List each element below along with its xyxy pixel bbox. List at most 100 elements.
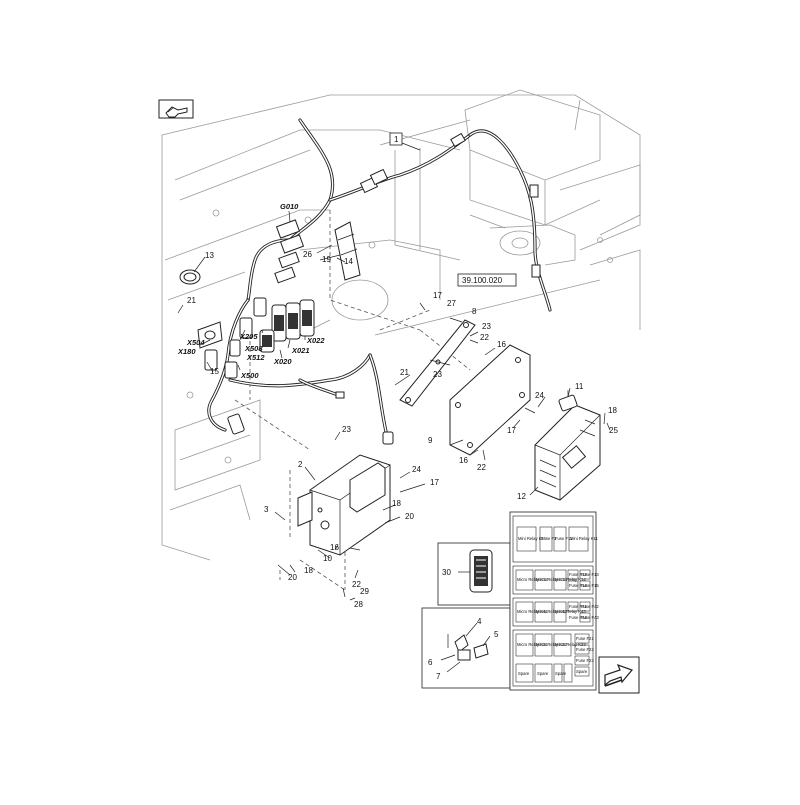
fuse-cell-label: Micro Relay K23 [555, 642, 586, 647]
callout-7: 7 [436, 672, 441, 681]
callout-24a: 24 [535, 391, 544, 400]
fuse-cell-label: Micro Relay K22 [536, 642, 567, 647]
callout-3: 3 [264, 505, 269, 514]
fuse-cell-label: Spare [537, 671, 549, 676]
callout-22b: 22 [477, 463, 486, 472]
callout-box-1 [389, 132, 403, 146]
callout-15: 15 [210, 367, 219, 376]
mounting-bar [399, 319, 476, 407]
callout-18b: 18 [392, 499, 401, 508]
callout-5: 5 [494, 630, 499, 639]
fuse-cell-label: Micro Relay K42 [536, 609, 567, 614]
fuse-cell-label: Fuse F1 [541, 536, 557, 541]
harness-connectors [204, 132, 541, 445]
connector-labels: G010 X205 X508 X512 X504 X180 X500 X021 … [177, 202, 325, 380]
callout-19: 19 [322, 255, 331, 264]
callout-30: 30 [442, 568, 451, 577]
fuse-cell-label: Spare [555, 671, 567, 676]
callout-17c: 17 [430, 478, 439, 487]
hidden-lines [234, 210, 471, 591]
fuse-cell-label: Micro Relay K12 [517, 577, 548, 582]
fuse-cell-label: Fuse F22 [576, 647, 594, 652]
fuse-30-inset [437, 542, 511, 606]
connector-label-x205: X205 [239, 332, 258, 341]
callout-14: 14 [344, 257, 353, 266]
fuse-cell-label: Fuse F42 [581, 604, 599, 609]
callout-4: 4 [477, 617, 482, 626]
callout-13: 13 [205, 251, 214, 260]
connector-label-x508: X508 [244, 344, 263, 353]
fuse-box [297, 454, 391, 556]
fuse-cell-label: Fuse F21 [576, 636, 594, 641]
machine-frame-ghost [161, 89, 641, 561]
connector-label-x020: X020 [273, 357, 292, 366]
mounting-panel [449, 344, 531, 456]
fuse-cell-label: Spare [518, 671, 530, 676]
callout-28: 28 [354, 600, 363, 609]
callout-16c: 16 [330, 543, 339, 552]
fuse-cell-label: Fuse F13 [581, 572, 599, 577]
fuse-cell-label: Fuse F14 [569, 583, 587, 588]
reference-box[interactable]: 39.100.020 [457, 273, 517, 287]
fuse-cell-label: Micro Relay K14 [555, 577, 586, 582]
callout-17b: 17 [507, 426, 516, 435]
callout-2: 2 [298, 460, 303, 469]
connector-label-x500: X500 [240, 371, 259, 380]
callout-25: 25 [609, 426, 618, 435]
callout-29: 29 [360, 587, 369, 596]
fuse-cell-label: Fuse F12 [569, 572, 587, 577]
callout-26: 26 [303, 250, 312, 259]
fuse-cell-label: Fuse F15 [581, 583, 599, 588]
callout-18c: 18 [304, 566, 313, 575]
fuse-cell-label: Spare [576, 669, 588, 674]
reference-box-label: 39.100.020 [462, 276, 503, 285]
bracket-clamp [334, 221, 361, 281]
callout-11: 11 [575, 382, 584, 391]
connector-label-x512: X512 [246, 353, 265, 362]
callout-numbers: 1 2 3 4 5 6 7 8 9 10 11 12 13 14 15 16 1… [187, 135, 618, 681]
connector-label-g010: G010 [280, 202, 299, 211]
connector-stack [259, 299, 315, 353]
callout-27: 27 [447, 299, 456, 308]
callout-10: 10 [323, 554, 332, 563]
connector-label-x180: X180 [177, 347, 196, 356]
callout-21b: 21 [400, 368, 409, 377]
fuse-cell-label: Fuse F11 [555, 536, 573, 541]
fuse-cell-label: Fuse F41 [569, 604, 587, 609]
fuse-cell-label: Fuse F44 [569, 615, 587, 620]
hand-pointer-icon[interactable] [158, 99, 194, 119]
connector-label-x504: X504 [186, 338, 205, 347]
connector-label-x022: X022 [306, 336, 325, 345]
callout-23a: 23 [482, 322, 491, 331]
next-page-arrow-icon[interactable] [598, 656, 640, 694]
callout-21a: 21 [187, 296, 196, 305]
leader-lines [177, 142, 611, 673]
controller-module [534, 404, 601, 501]
fuse-cell-label: Micro Relay K41 [517, 609, 548, 614]
fuse-cell-label: Micro Relay K13 [536, 577, 567, 582]
callout-1: 1 [394, 135, 399, 144]
callout-23b: 23 [433, 370, 442, 379]
fuse-cell-label: Fuse F23 [576, 658, 594, 663]
relay-inset [421, 607, 511, 689]
fuse-cell-label: Mini Relay K1* [518, 536, 546, 541]
callout-6: 6 [428, 658, 433, 667]
callout-16a: 16 [497, 340, 506, 349]
callout-20a: 20 [405, 512, 414, 521]
callout-17a: 17 [433, 291, 442, 300]
fuse-cell-label: Micro Relay K21 [517, 642, 548, 647]
callout-9: 9 [428, 436, 433, 445]
callout-8: 8 [472, 307, 477, 316]
fuse-cell-label: Fuse F43 [581, 615, 599, 620]
callout-24b: 24 [412, 465, 421, 474]
fuse-cell-label: Mini Relay K11 [570, 536, 599, 541]
fuse-layout-panel: Mini Relay K1* Fuse F1 Fuse F11 Mini Rel… [509, 511, 599, 691]
callout-22c: 22 [352, 580, 361, 589]
connector-label-x021: X021 [291, 346, 310, 355]
callout-20b: 20 [288, 573, 297, 582]
callout-12: 12 [517, 492, 526, 501]
callout-22a: 22 [480, 333, 489, 342]
callout-18a: 18 [608, 406, 617, 415]
relay-11 [558, 390, 578, 412]
